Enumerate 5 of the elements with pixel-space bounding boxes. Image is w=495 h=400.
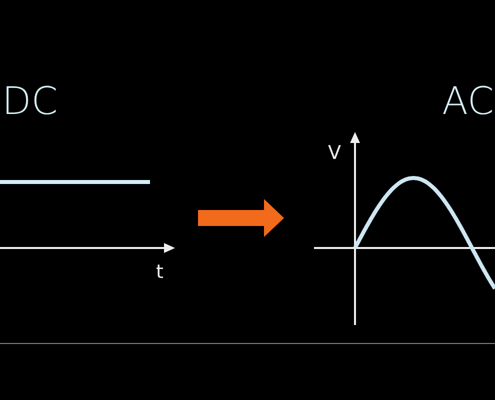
panel-title: AC: [442, 82, 494, 120]
axis-label: V: [328, 144, 341, 163]
panel-title: DC: [2, 82, 58, 120]
axis-label: t: [156, 263, 164, 282]
arrow: [198, 199, 284, 237]
